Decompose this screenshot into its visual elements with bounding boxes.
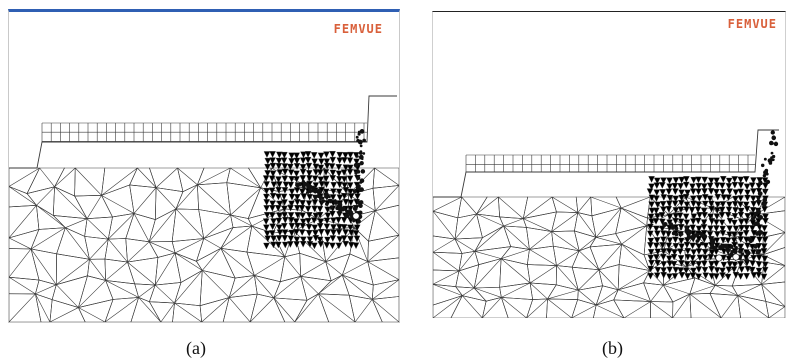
femvue-logo: FEMVUE [727, 17, 777, 31]
caption-a: (a) [186, 338, 206, 358]
mesh-view-a [9, 95, 399, 322]
mesh-view-b [433, 129, 785, 318]
caption-b: (b) [602, 338, 623, 358]
mesh-panel-a: FEMVUE [8, 9, 400, 323]
femvue-logo: FEMVUE [333, 22, 383, 36]
mesh-panel-b: FEMVUE [432, 11, 786, 318]
